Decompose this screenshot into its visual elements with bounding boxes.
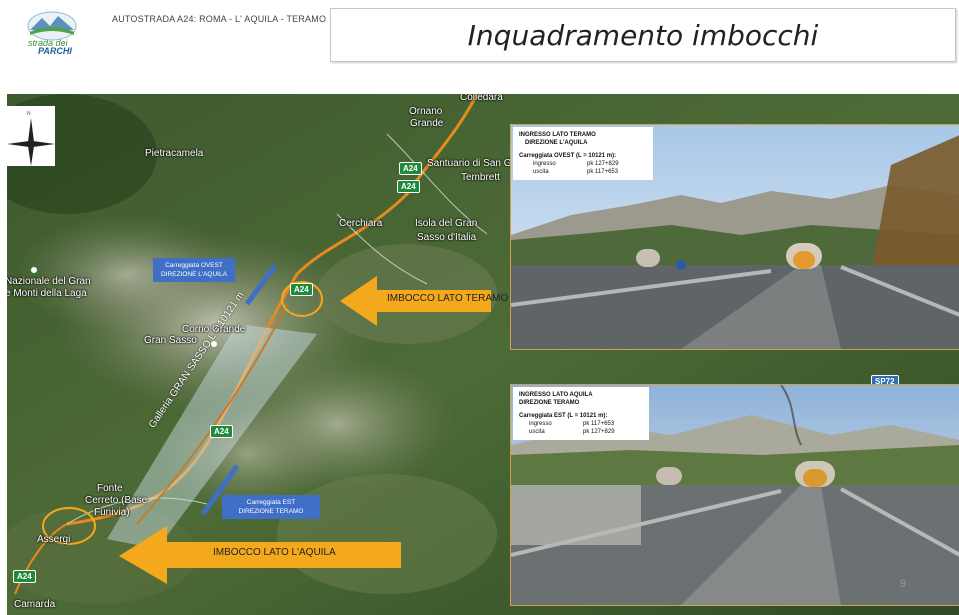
- photo-top-title-1: INGRESSO LATO TERAMO: [519, 132, 596, 138]
- strada-dei-parchi-logo: strada dei PARCHI: [22, 8, 102, 58]
- a24-shield-tunnel: A24: [210, 425, 233, 438]
- logo-text-1: strada dei: [28, 38, 69, 48]
- photo-top-title-2: DIREZIONE L'AQUILA: [525, 140, 588, 146]
- place-isola-1: Isola del Gran: [415, 218, 478, 229]
- place-assergi: Assergi: [37, 534, 71, 545]
- place-fonte-2: Cerreto (Base: [85, 495, 148, 506]
- carreggiata-est-label: Carreggiata EST DIREZIONE TERAMO: [222, 495, 320, 519]
- place-pietracamela: Pietracamela: [145, 148, 204, 159]
- photo-bottom-in-label: ingresso: [529, 421, 552, 427]
- arrow-imbocco-teramo: [340, 276, 491, 326]
- photo-top-in-value: pk 127+829: [587, 161, 619, 167]
- a24-shield-main: A24: [290, 283, 313, 296]
- place-fonte-3: Funivia): [94, 507, 130, 518]
- photo-top-carreggiata: Carreggiata OVEST (L = 10121 m):: [519, 153, 617, 159]
- photo-top-out-label: uscita: [533, 169, 549, 175]
- photo-top-out-value: pk 117+653: [587, 169, 619, 175]
- a24-shield-mid: A24: [397, 180, 420, 193]
- photo-bottom-title-1: INGRESSO LATO AQUILA: [519, 392, 593, 398]
- place-corno-grande: Corno Grande: [182, 324, 246, 335]
- satellite-map: N Colledara Ornano Grande Pietracamela S…: [7, 94, 959, 615]
- photo-top-info: INGRESSO LATO TERAMO DIREZIONE L'AQUILA …: [513, 127, 653, 180]
- logo-text-2: PARCHI: [38, 46, 72, 56]
- place-grande: Grande: [410, 118, 444, 129]
- road-label: AUTOSTRADA A24: ROMA - L' AQUILA - TERAM…: [112, 14, 327, 24]
- place-nazionale-1: Nazionale del Gran: [7, 276, 91, 287]
- photo-bottom-in-value: pk 117+653: [583, 421, 615, 427]
- place-isola-2: Sasso d'Italia: [417, 232, 477, 243]
- photo-bottom-carreggiata: Carreggiata EST (L = 10121 m):: [519, 413, 608, 419]
- photo-imbocco-aquila: INGRESSO LATO AQUILA DIREZIONE TERAMO Ca…: [510, 384, 959, 606]
- title-box: Inquadramento imbocchi: [330, 8, 956, 62]
- carreggiata-est-line1: Carreggiata EST: [246, 499, 296, 506]
- photo-imbocco-teramo: INGRESSO LATO TERAMO DIREZIONE L'AQUILA …: [510, 124, 959, 350]
- photo-top-in-label: ingresso: [533, 161, 556, 167]
- imbocco-teramo-label: IMBOCCO LATO TERAMO: [387, 293, 509, 304]
- carreggiata-ovest-line1: Carreggiata OVEST: [165, 262, 223, 269]
- place-fonte-1: Fonte: [97, 483, 123, 494]
- place-tembrett: Tembrett: [461, 172, 500, 183]
- place-ornano: Ornano: [409, 106, 443, 117]
- imbocco-aquila-label: IMBOCCO LATO L'AQUILA: [213, 547, 336, 558]
- a24-shield-bottom: A24: [13, 570, 36, 583]
- compass-rose-icon: N: [7, 106, 55, 166]
- page-title: Inquadramento imbocchi: [467, 18, 819, 52]
- place-colledara: Colledara: [460, 94, 503, 103]
- arrow-ovest: [244, 264, 278, 306]
- carreggiata-ovest-label: Carreggiata OVEST DIREZIONE L'AQUILA: [153, 258, 235, 282]
- svg-text:N: N: [27, 111, 31, 117]
- place-gran-sasso: Gran Sasso: [144, 335, 197, 346]
- place-santuario: Santuario di San G: [427, 158, 512, 169]
- arrow-est: [200, 464, 240, 516]
- photo-bottom-info: INGRESSO LATO AQUILA DIREZIONE TERAMO Ca…: [513, 387, 649, 440]
- photo-bottom-title-2: DIREZIONE TERAMO: [519, 400, 580, 406]
- carreggiata-ovest-line2: DIREZIONE L'AQUILA: [161, 271, 227, 278]
- place-nazionale-2: e Monti della Laga: [7, 288, 87, 299]
- photo-bottom-out-value: pk 127+829: [583, 429, 615, 435]
- a24-shield-top: A24: [399, 162, 422, 175]
- place-cerchiara: Cerchiara: [339, 218, 383, 229]
- page-number: 9: [900, 578, 907, 590]
- place-camarda: Camarda: [14, 599, 56, 610]
- carreggiata-est-line2: DIREZIONE TERAMO: [238, 508, 304, 515]
- photo-bottom-out-label: uscita: [529, 429, 545, 435]
- arrow-imbocco-aquila: [119, 526, 401, 584]
